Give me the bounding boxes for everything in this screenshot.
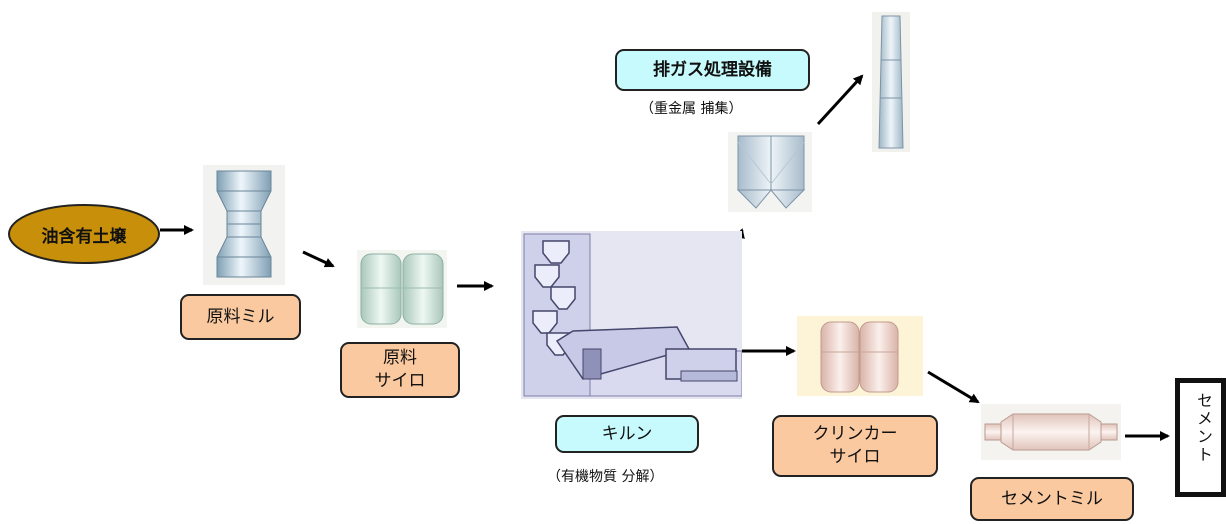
- arrow-clinker-to-mill: [927, 370, 980, 404]
- cement-product-label: セメント: [1194, 392, 1213, 464]
- oily-soil-node: [8, 204, 160, 264]
- raw-silo-label-line1: 原料: [383, 348, 417, 369]
- kiln-note: （有機物質 分解）: [547, 469, 664, 485]
- stack-image: [872, 12, 910, 152]
- exhaust-label: 排ガス処理設備: [615, 49, 810, 91]
- oily-soil-label: 油含有土壌: [41, 226, 127, 247]
- arrow-mill-to-silo: [302, 250, 335, 268]
- clinker-silo-label: クリンカー サイロ: [772, 415, 938, 477]
- kiln-image: [521, 231, 742, 399]
- raw-mill-label: 原料ミル: [180, 294, 301, 340]
- raw-silo-image: [357, 250, 447, 328]
- raw-mill-image: [203, 165, 285, 285]
- arrow-exhaust-to-stack: [816, 74, 864, 126]
- exhaust-filter-image: [728, 132, 812, 212]
- raw-silo-label: 原料 サイロ: [340, 342, 460, 398]
- clinker-silo-image: [797, 316, 923, 396]
- kiln-label: キルン: [555, 415, 699, 453]
- cement-mill-label: セメントミル: [970, 477, 1134, 521]
- clinker-silo-label-line1: クリンカー: [812, 424, 898, 445]
- raw-silo-label-line2: サイロ: [374, 371, 426, 391]
- clinker-silo-label-line2: サイロ: [829, 447, 881, 467]
- exhaust-note: （重金属 捕集）: [640, 101, 743, 117]
- cement-mill-image: [981, 404, 1121, 460]
- cement-product-box: [1175, 378, 1226, 497]
